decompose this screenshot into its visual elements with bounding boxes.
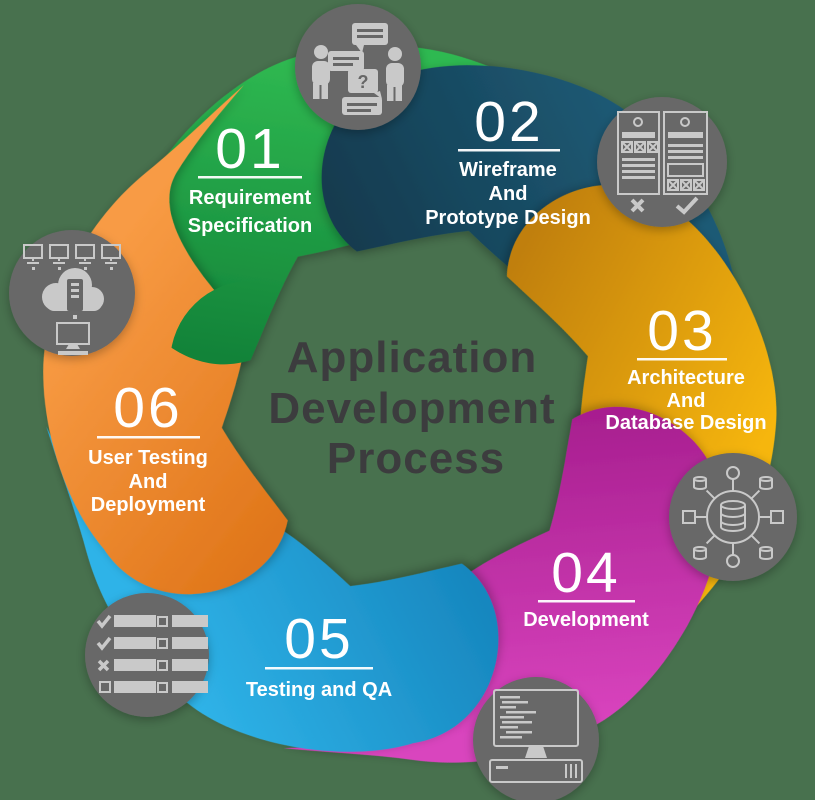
stage-02-label-line: And bbox=[489, 183, 528, 205]
stage-01-label: 01 Requirement Specification bbox=[188, 117, 312, 237]
wireframe-prototype-icon bbox=[597, 97, 727, 227]
stage-05-label: 05 Testing and QA bbox=[246, 607, 392, 701]
discussion-icon: ? bbox=[295, 4, 421, 130]
cloud-deployment-icon bbox=[9, 230, 135, 356]
stage-04-label-line: Development bbox=[523, 609, 649, 631]
stage-04-label: 04 Development bbox=[523, 541, 649, 631]
stage-06-label: 06 User Testing And Deployment bbox=[88, 376, 208, 516]
database-network-icon bbox=[669, 453, 797, 581]
stage-01-number: 01 bbox=[215, 117, 284, 181]
stage-05-underline bbox=[265, 667, 373, 670]
stage-03-label: 03 Architecture And Database Design bbox=[605, 299, 766, 434]
stage-02-label: 02 Wireframe And Prototype Design bbox=[425, 90, 591, 229]
stage-01-label-line: Specification bbox=[188, 215, 312, 237]
stage-06-underline bbox=[97, 436, 200, 439]
stage-02-underline bbox=[458, 149, 560, 152]
stage-01-underline bbox=[198, 176, 302, 179]
center-title-line-1: Application bbox=[287, 333, 538, 382]
stage-04-underline bbox=[538, 600, 635, 603]
stage-03-label-line: And bbox=[667, 390, 706, 412]
stage-06-number: 06 bbox=[113, 376, 182, 440]
stage-05-number: 05 bbox=[284, 607, 353, 671]
stage-03-label-line: Architecture bbox=[627, 367, 745, 389]
center-title-line-3: Process bbox=[327, 434, 505, 483]
stage-03-label-line: Database Design bbox=[605, 412, 766, 434]
stage-03-number: 03 bbox=[647, 299, 716, 363]
code-monitor-icon bbox=[473, 677, 599, 800]
center-title: Application Development Process bbox=[268, 333, 555, 483]
stage-01-label-line: Requirement bbox=[189, 187, 312, 209]
stage-02-label-line: Prototype Design bbox=[425, 207, 591, 229]
stage-02-label-line: Wireframe bbox=[459, 159, 557, 181]
stage-03-underline bbox=[637, 358, 727, 361]
stage-06-label-line: User Testing bbox=[88, 447, 208, 469]
stage-02-number: 02 bbox=[474, 90, 543, 154]
stage-06-label-line: Deployment bbox=[91, 494, 206, 516]
svg-text:?: ? bbox=[358, 72, 369, 92]
center-title-line-2: Development bbox=[268, 384, 555, 433]
stage-05-label-line: Testing and QA bbox=[246, 679, 392, 701]
checklist-icon bbox=[85, 593, 209, 717]
stage-04-number: 04 bbox=[551, 541, 620, 605]
stage-06-label-line: And bbox=[129, 471, 168, 493]
